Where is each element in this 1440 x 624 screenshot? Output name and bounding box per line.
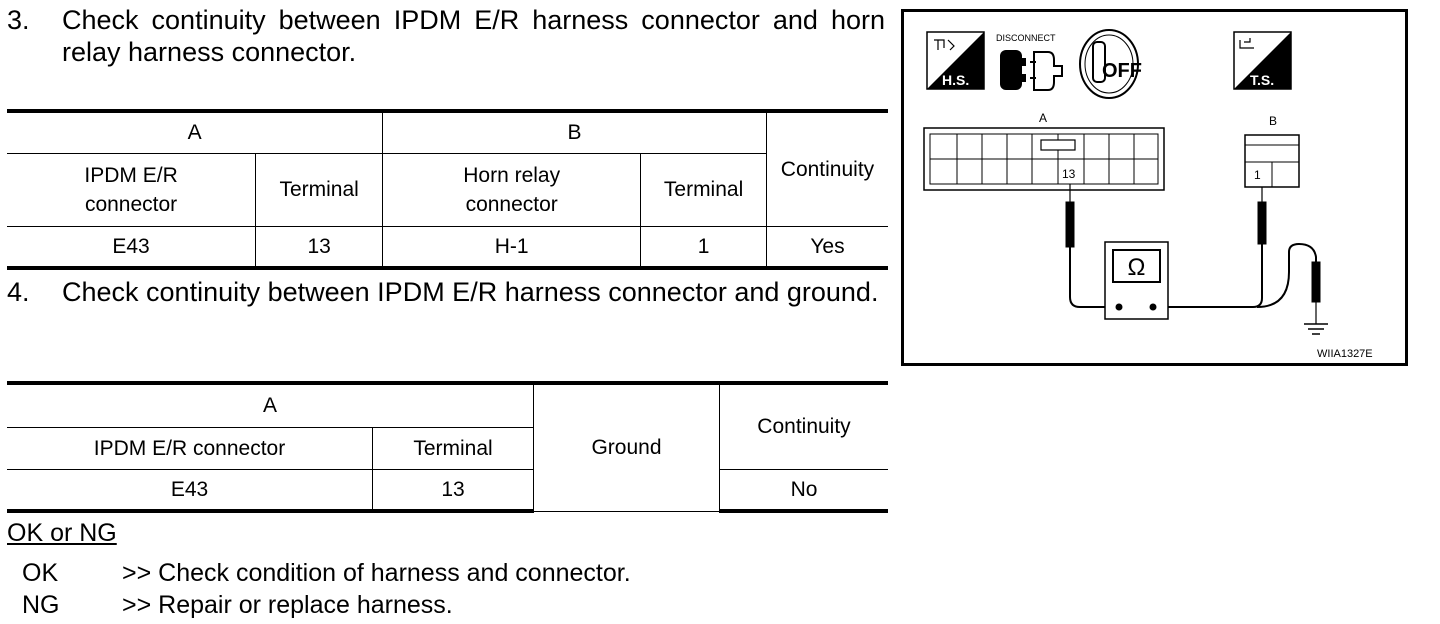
- figure-code: WIIA1327E: [1317, 348, 1373, 360]
- cell-term: 13: [372, 468, 534, 513]
- result-ok: OK >> Check condition of harness and conn…: [22, 558, 631, 588]
- result-ng: NG >> Repair or replace harness.: [22, 590, 453, 620]
- result-text: >> Repair or replace harness.: [122, 591, 453, 619]
- off-label: OFF: [1102, 60, 1142, 82]
- continuity-table-a-b: A B Continuity IPDM E/R connector Termin…: [7, 109, 888, 270]
- connector-a: A 13: [923, 111, 1165, 191]
- continuity-table-a-ground: A Ground Continuity IPDM E/R connector T…: [7, 381, 888, 513]
- header-terminal: Terminal: [372, 426, 534, 470]
- hs-label: H.S.: [942, 72, 969, 88]
- connector-b: B 1: [1244, 114, 1300, 188]
- table-row: E43 13 No: [7, 468, 888, 513]
- header-terminal-b: Terminal: [640, 152, 767, 227]
- test-leads: [1065, 184, 1328, 335]
- cell-term-b: 1: [640, 225, 767, 270]
- connector-a-label: A: [1039, 111, 1047, 125]
- result-key: OK: [22, 559, 59, 587]
- step-number: 3.: [7, 5, 30, 35]
- connector-b-label: B: [1269, 114, 1277, 128]
- step-text: Check continuity between IPDM E/R harnes…: [62, 5, 885, 67]
- step-text: Check continuity between IPDM E/R harnes…: [62, 277, 879, 307]
- step-3: 3. Check continuity between IPDM E/R har…: [7, 4, 885, 68]
- harness-side-icon: H.S.: [926, 31, 985, 90]
- header-continuity: Continuity: [719, 381, 888, 470]
- ignition-off-icon: OFF: [1079, 29, 1142, 99]
- ts-label: T.S.: [1250, 72, 1274, 88]
- cell-result: No: [719, 468, 888, 513]
- header-a: A: [7, 109, 384, 154]
- diagram-canvas: H.S. DISCONNECT OFF T.S. A: [923, 29, 1373, 360]
- header-b: B: [382, 109, 767, 154]
- step-4: 4. Check continuity between IPDM E/R har…: [7, 276, 885, 308]
- cell-result: Yes: [765, 225, 888, 270]
- cell-conn-b: H-1: [382, 225, 642, 270]
- ohmmeter: Ω: [1104, 241, 1169, 320]
- terminal-1-label: 1: [1254, 168, 1261, 182]
- header-ipdm-connector: IPDM E/R connector: [7, 426, 373, 470]
- ok-ng-heading: OK or NG: [7, 519, 117, 547]
- disconnect-label: DISCONNECT: [996, 33, 1056, 43]
- result-text: >> Check condition of harness and connec…: [122, 559, 631, 587]
- header-ipdm-connector: IPDM E/R connector: [7, 152, 257, 227]
- cell-ground: Ground: [533, 381, 720, 512]
- header-horn-relay-connector: Horn relay connector: [382, 152, 642, 227]
- cell-conn: E43: [7, 468, 373, 513]
- ohm-symbol: Ω: [1128, 254, 1146, 281]
- result-key: NG: [22, 591, 60, 619]
- table-row: E43 13 H-1 1 Yes: [7, 225, 888, 270]
- disconnect-icon: DISCONNECT: [996, 33, 1063, 91]
- header-a: A: [7, 381, 534, 428]
- cell-term-a: 13: [255, 225, 384, 270]
- header-terminal-a: Terminal: [255, 152, 384, 227]
- wiring-diagram: H.S. DISCONNECT OFF T.S. A: [901, 9, 1408, 366]
- step-number: 4.: [7, 277, 30, 307]
- header-continuity: Continuity: [765, 109, 888, 227]
- cell-conn-a: E43: [7, 225, 257, 270]
- terminal-13-label: 13: [1062, 167, 1076, 181]
- terminal-side-icon: T.S.: [1233, 31, 1292, 90]
